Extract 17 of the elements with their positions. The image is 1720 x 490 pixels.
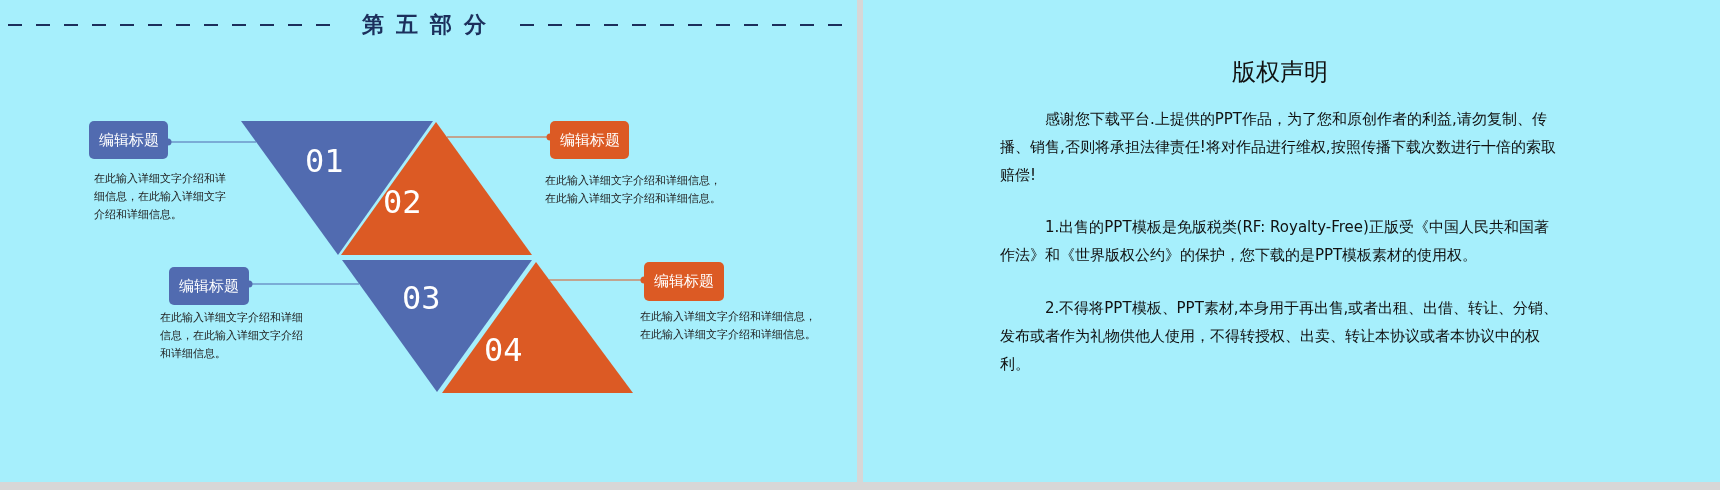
description-text: 在此输入详细文字介绍和详细信息，在此输入详细文字介绍和详细信息。 (94, 171, 226, 223)
step-number: 03 (402, 280, 441, 316)
description-text: 在此输入详细文字介绍和详细信息，在此输入详细文字介绍和详细信息。 (640, 309, 817, 343)
step-number: 01 (305, 143, 344, 179)
step-number: 04 (484, 332, 523, 368)
description-text: 在此输入详细文字介绍和详细信息，在此输入详细文字介绍和详细信息。 (545, 173, 722, 207)
section-title: 第五部分 (361, 11, 499, 39)
paragraph: 1.出售的PPT模板是免版税类(RF: Royalty-Free)正版受《中国人民共和国著作法》和《世界版权公约》的保护，您下载的是PPT模板素材的使用权。 (1000, 217, 1550, 266)
step-number: 02 (383, 184, 422, 220)
title-tag: 编辑标题 (644, 262, 724, 301)
title-tag: 编辑标题 (550, 121, 629, 159)
title-tag: 编辑标题 (89, 121, 168, 159)
paragraph: 感谢您下载平台.上提供的PPT作品，为了您和原创作者的利益,请勿复制、传播、销售,否则将承担法律责任!将对作品进行维权,按照传播下载次数进行十倍的索取赔偿! (1000, 109, 1557, 186)
title-tag: 编辑标题 (169, 267, 249, 305)
paragraph: 2.不得将PPT模板、PPT素材,本身用于再出售,或者出租、出借、转让、分销、发布或者作为礼物供他人使用，不得转授权、出卖、转让本协议或者本协议中的权利。 (1000, 298, 1560, 375)
description-text: 在此输入详细文字介绍和详细信息，在此输入详细文字介绍和详细信息。 (160, 310, 304, 362)
slide-heading: 版权声明 (1231, 57, 1329, 88)
